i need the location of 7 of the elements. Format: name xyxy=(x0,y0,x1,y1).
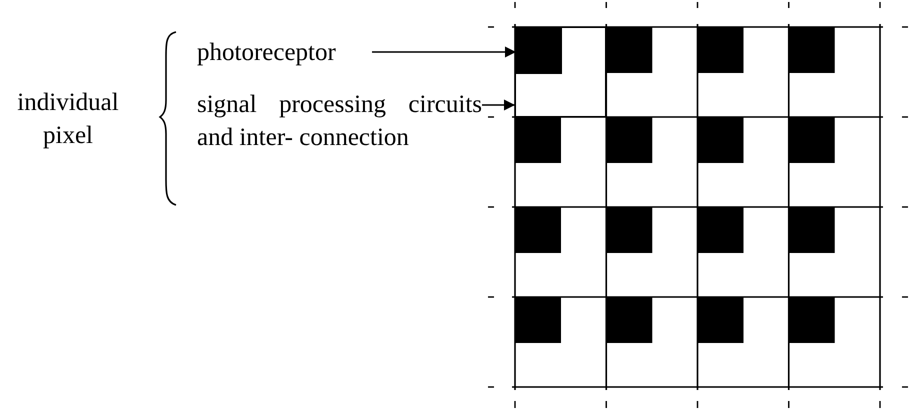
photoreceptor-square xyxy=(516,28,562,74)
callout-text: photoreceptor xyxy=(197,36,372,69)
leader-arrow xyxy=(482,100,515,110)
pixel-cell xyxy=(515,27,606,117)
group-label: individual pixel xyxy=(16,88,120,151)
callout-text: signal processing circuits and inter- connection xyxy=(197,88,482,154)
leader-arrow xyxy=(372,46,516,58)
